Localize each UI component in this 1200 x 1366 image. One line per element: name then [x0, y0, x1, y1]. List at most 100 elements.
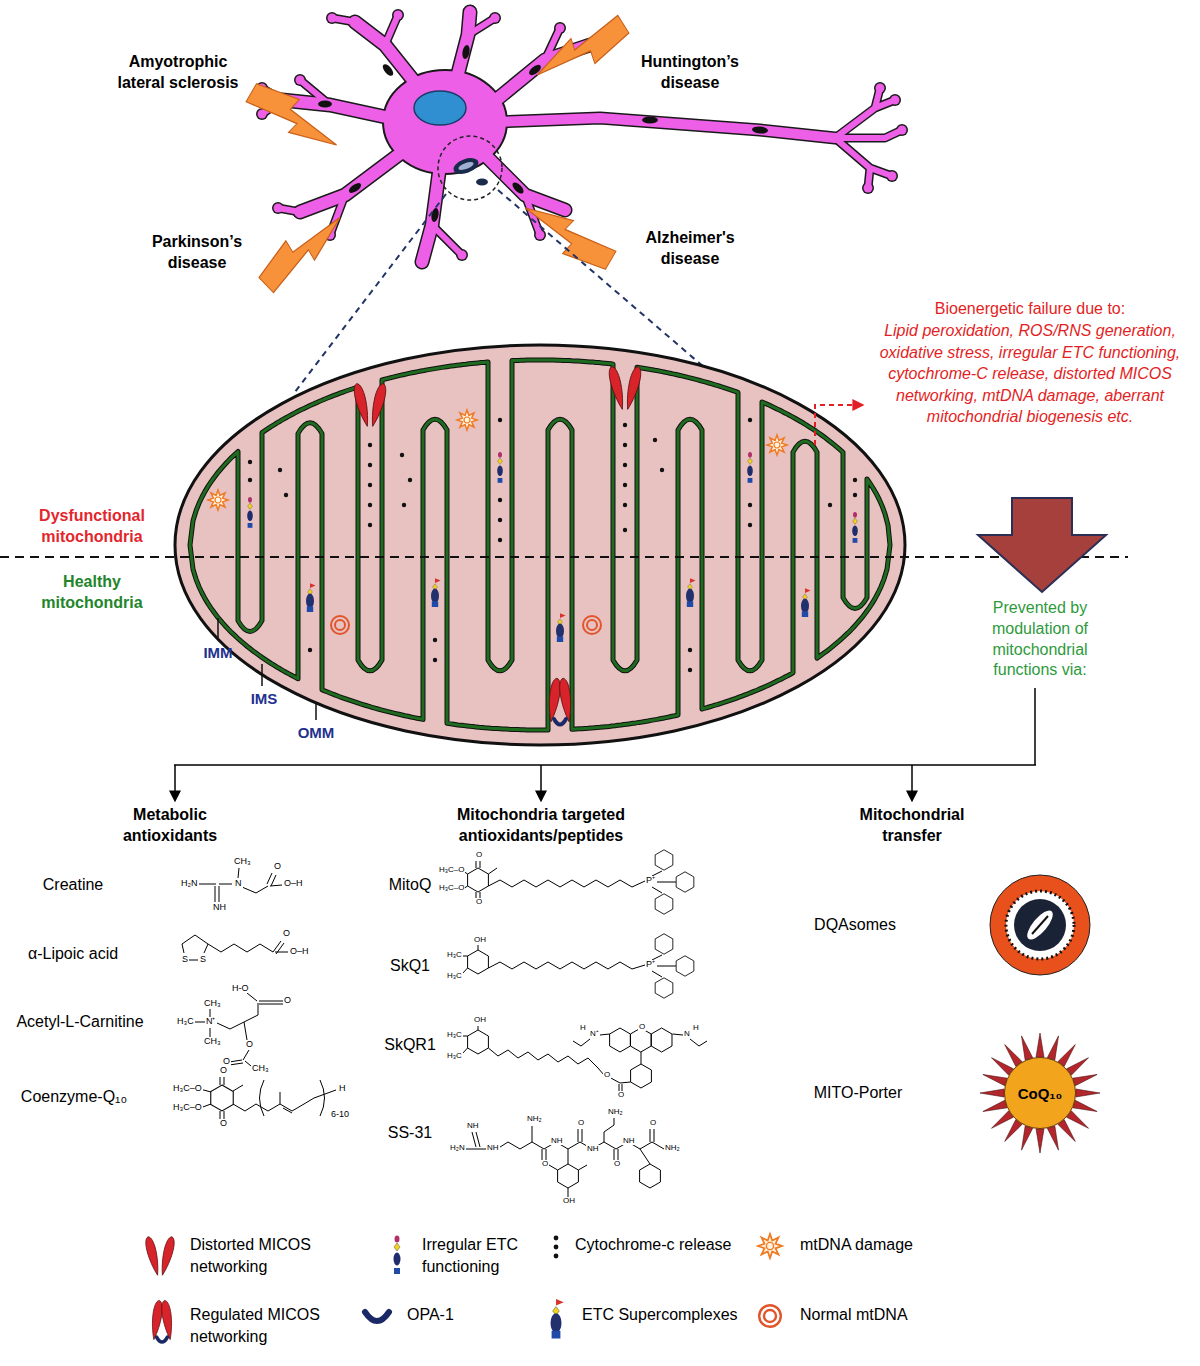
mtdna-symbol	[208, 410, 787, 634]
cytochrome-c-dots	[660, 468, 664, 472]
compound-name: SkQR1	[375, 1035, 445, 1054]
neuron-illustration	[561, 206, 570, 215]
cytochrome-c-dots	[623, 463, 627, 467]
neuron-illustration	[451, 155, 480, 177]
compound-name: DQAsomes	[800, 915, 910, 934]
chemical-structure	[655, 978, 673, 998]
legend-text: mtDNA damage	[800, 1234, 913, 1256]
cytochrome-c-dots	[653, 438, 657, 442]
mito-porter-spikes	[983, 1100, 1007, 1111]
atom-label: H₃C–O	[438, 866, 465, 874]
neuron-illustration	[282, 12, 590, 262]
cytochrome-c-dots	[402, 503, 406, 507]
cytochrome-c-dots	[748, 418, 752, 422]
neuron-illustration	[438, 136, 502, 200]
region-label: Dysfunctional mitochondria	[30, 506, 154, 548]
category-heading: Metabolic antioxidants	[90, 805, 250, 847]
atom-label: H₂N	[449, 1144, 466, 1152]
neuron-illustration	[274, 204, 283, 213]
atom-label: H₃C	[446, 1052, 463, 1060]
atom-label: N⁺	[589, 1030, 600, 1038]
atom-label: H	[692, 1024, 700, 1032]
atom-label: S	[199, 955, 207, 964]
membrane-label: OMM	[291, 724, 341, 742]
legend-sample	[149, 1300, 174, 1342]
atom-label: H	[579, 1024, 587, 1032]
chemical-structure	[655, 894, 673, 914]
zoom-lines	[498, 190, 705, 368]
cytochrome-c-dots	[623, 423, 627, 427]
atom-label: O	[577, 1119, 585, 1127]
mito-porter-spikes	[1073, 1100, 1097, 1111]
legend-sample	[554, 1254, 559, 1259]
neuron-illustration	[256, 6, 908, 268]
atom-label: H	[338, 1084, 347, 1093]
legend-text: Distorted MICOS networking	[190, 1234, 340, 1279]
atom-label: NH₂	[526, 1115, 543, 1123]
mitochondrion-illustration	[175, 345, 905, 745]
chemical-structure	[466, 1118, 664, 1197]
disease-lightning	[530, 11, 633, 93]
atom-label: O	[283, 996, 292, 1005]
legend-text: Irregular ETC functioning	[422, 1234, 547, 1279]
compound-name: MITO-Porter	[798, 1083, 918, 1102]
neuron-illustration	[642, 117, 658, 124]
cytochrome-c-dots	[284, 493, 288, 497]
neuron-illustration	[874, 82, 886, 94]
mtdna-symbol	[208, 490, 228, 510]
atom-label: O	[541, 1160, 549, 1168]
neuron-illustration	[495, 118, 835, 138]
branch-arrows	[911, 765, 913, 800]
membrane-label: IMM	[196, 644, 240, 662]
neuron-illustration	[272, 202, 284, 214]
cytochrome-c-dots	[308, 648, 312, 652]
mito-porter-spikes	[1047, 1126, 1058, 1150]
cytochrome-c-dots	[248, 418, 857, 672]
atom-label: H₃C	[176, 1017, 195, 1026]
dqasome-illustration	[1014, 899, 1066, 951]
chemical-structure	[461, 1026, 707, 1091]
branch-arrows	[174, 688, 1036, 800]
legend-sample	[394, 1236, 401, 1275]
neuron-illustration	[418, 258, 427, 267]
chemical-structure	[631, 1064, 652, 1088]
category-heading: Mitochondria targeted antioxidants/pepti…	[421, 805, 661, 847]
chemical-structure	[640, 1164, 661, 1188]
inner-membrane	[190, 360, 890, 730]
cytochrome-c-dots	[498, 498, 502, 502]
atom-label: N	[683, 1030, 691, 1038]
neuron-illustration	[461, 44, 470, 59]
atom-label: N	[234, 879, 243, 888]
chemical-structure	[182, 850, 707, 1197]
compound-name: Coenzyme-Q₁₀	[4, 1087, 144, 1106]
compound-name: Acetyl-L-Carnitine	[5, 1012, 155, 1031]
etc-symbol	[247, 497, 253, 528]
mito-porter-spikes	[1058, 1120, 1076, 1142]
atom-label: NH	[466, 1122, 480, 1130]
neuron-illustration	[556, 24, 565, 33]
atom-label: O–H	[289, 947, 310, 956]
atom-label: H₃C–O	[172, 1103, 203, 1112]
atom-label: H₃C–O	[438, 884, 465, 892]
neuron-illustration	[491, 14, 500, 23]
neuron-illustration	[258, 110, 267, 119]
chemical-structure	[198, 868, 282, 902]
dqasome-illustration	[990, 875, 1090, 975]
neuron-illustration	[876, 84, 885, 93]
cytochrome-c-dots	[498, 418, 502, 422]
neuron-illustration	[495, 118, 835, 138]
compound-name: MitoQ	[375, 875, 445, 894]
disease-lightning	[515, 197, 619, 276]
micos-symbol	[607, 365, 643, 410]
cytochrome-c-dots	[748, 523, 752, 527]
neuron-illustration	[430, 207, 439, 222]
coq10-core-circle: CoQ₁₀	[1004, 1057, 1076, 1129]
atom-label: H₃C–O	[172, 1084, 203, 1093]
callout-arrow	[815, 405, 862, 445]
chemical-structure	[630, 1028, 651, 1052]
atom-label: O	[617, 1091, 625, 1099]
etc-symbol	[306, 583, 316, 612]
legend-sample	[144, 1236, 177, 1277]
etc-symbol	[852, 512, 858, 543]
mito-porter-spikes	[1047, 1036, 1058, 1060]
